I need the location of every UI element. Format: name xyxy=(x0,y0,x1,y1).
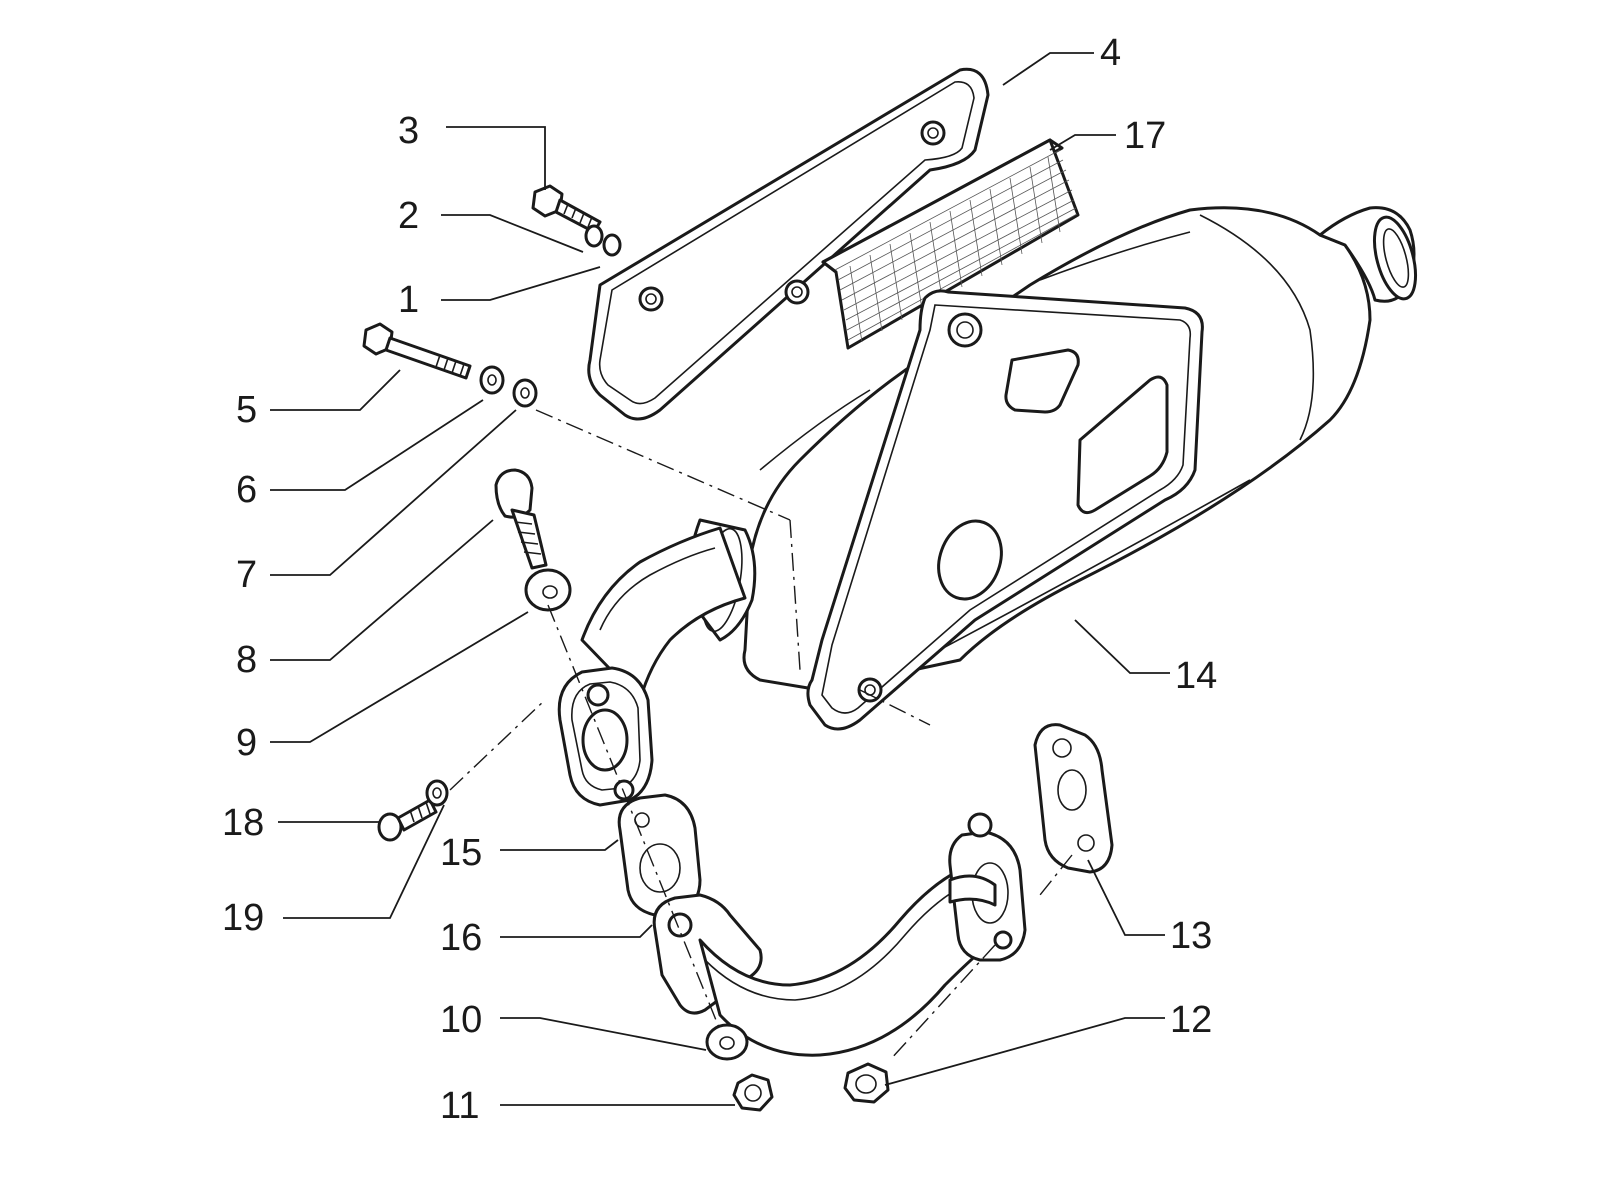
mounting-bracket xyxy=(806,289,1204,731)
bolt-part-18 xyxy=(377,798,438,842)
washer-part-2 xyxy=(584,224,604,248)
callout-2: 2 xyxy=(398,195,419,237)
callout-16: 16 xyxy=(440,917,482,959)
nut-part-11 xyxy=(732,1073,774,1112)
callout-9: 9 xyxy=(236,722,257,764)
assembly-axes xyxy=(449,409,1073,1061)
washer-part-7 xyxy=(512,378,538,408)
washer-part-19 xyxy=(425,779,449,807)
washer-part-10 xyxy=(705,1023,749,1061)
callout-17: 17 xyxy=(1124,115,1166,157)
front-pipe-upper xyxy=(557,526,747,807)
bolt-part-5 xyxy=(362,322,472,380)
spacer-part-9 xyxy=(524,568,572,612)
callout-5: 5 xyxy=(236,389,257,431)
callout-6: 6 xyxy=(236,469,257,511)
callout-14: 14 xyxy=(1175,655,1217,697)
callout-11: 11 xyxy=(440,1085,479,1127)
callout-7: 7 xyxy=(236,554,257,596)
callout-4: 4 xyxy=(1100,32,1121,74)
callout-1: 1 xyxy=(398,279,419,321)
callout-18: 18 xyxy=(222,802,264,844)
nut-part-12 xyxy=(843,1062,890,1104)
bolt-part-3 xyxy=(531,184,602,234)
washer-part-1 xyxy=(602,233,622,257)
gasket-part-13 xyxy=(1033,723,1114,874)
callout-8: 8 xyxy=(236,639,257,681)
callout-13: 13 xyxy=(1170,915,1212,957)
mesh-pad-part-17 xyxy=(821,138,1080,350)
lower-bend-pipe xyxy=(698,812,1027,1057)
callout-19: 19 xyxy=(222,897,264,939)
gasket-part-15 xyxy=(617,793,702,917)
callout-12: 12 xyxy=(1170,999,1212,1041)
leader-lines xyxy=(270,52,1170,1106)
callout-10: 10 xyxy=(440,999,482,1041)
heat-shield-part-4 xyxy=(587,67,990,421)
washer-part-6 xyxy=(479,365,505,395)
callout-labels: 1 2 3 4 5 6 7 8 9 10 11 12 13 14 15 16 1… xyxy=(222,32,1217,1127)
stud-part-8 xyxy=(494,468,548,570)
callout-3: 3 xyxy=(398,110,419,152)
callout-15: 15 xyxy=(440,832,482,874)
